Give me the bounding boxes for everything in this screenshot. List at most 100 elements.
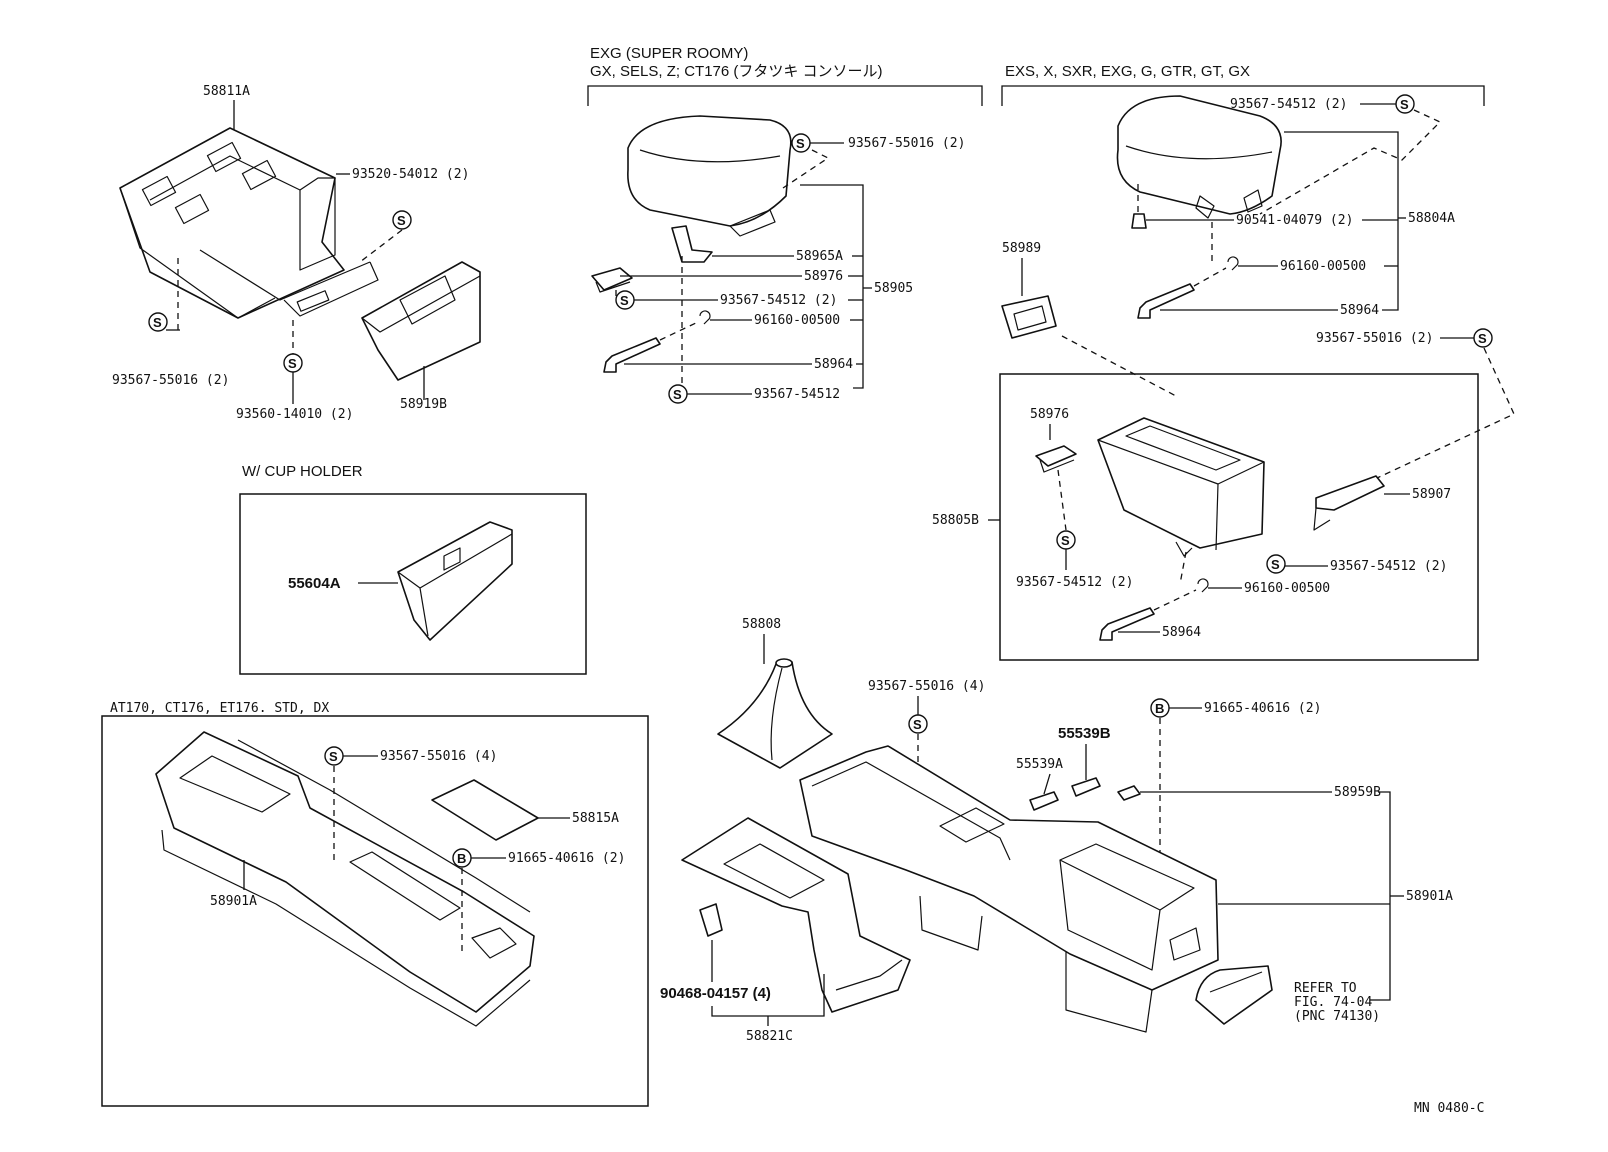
label-58805B: 58805B bbox=[932, 513, 979, 528]
label-58964-b: 58964 bbox=[1340, 303, 1379, 318]
label-refer-line2: FIG. 74-04 bbox=[1294, 995, 1372, 1010]
label-58964-c: 58964 bbox=[1162, 625, 1201, 640]
label-93560-14010: 93560-14010 (2) bbox=[236, 407, 353, 422]
console-part-std bbox=[155, 731, 535, 1027]
svg-text:B: B bbox=[457, 851, 466, 866]
lock-part bbox=[603, 337, 661, 373]
label-93567-54512-b: 93567-54512 bbox=[754, 387, 840, 402]
screw-symbol: S bbox=[791, 133, 811, 153]
svg-text:B: B bbox=[1155, 701, 1164, 716]
header-cup-holder: W/ CUP HOLDER bbox=[242, 463, 363, 480]
clip-90468 bbox=[699, 903, 723, 937]
label-96160-00500-a: 96160-00500 bbox=[754, 313, 840, 328]
label-93567-54512-d: 93567-54512 (2) bbox=[1016, 575, 1133, 590]
hinge-part bbox=[671, 225, 713, 263]
rear-console-part bbox=[119, 127, 379, 319]
label-55539B: 55539B bbox=[1058, 725, 1111, 742]
screw-symbol: S bbox=[908, 714, 928, 734]
svg-text:S: S bbox=[620, 293, 629, 308]
screw-symbol: S bbox=[392, 210, 412, 230]
screw-symbol: S bbox=[1266, 554, 1286, 574]
bracket-exs-group bbox=[1001, 85, 1485, 106]
label-55539A: 55539A bbox=[1016, 757, 1063, 772]
lock-part-3 bbox=[1099, 607, 1155, 641]
label-96160-00500-c: 96160-00500 bbox=[1244, 581, 1330, 596]
label-58964-a: 58964 bbox=[814, 357, 853, 372]
trim-panel-part bbox=[681, 817, 911, 1013]
screw-symbol: S bbox=[1395, 94, 1415, 114]
shift-boot-part bbox=[717, 658, 833, 769]
label-93520-54012: 93520-54012 (2) bbox=[352, 167, 469, 182]
console-panel-part bbox=[361, 261, 481, 381]
screw-symbol: S bbox=[283, 353, 303, 373]
svg-text:S: S bbox=[288, 356, 297, 371]
svg-text:S: S bbox=[1478, 331, 1487, 346]
label-58989: 58989 bbox=[1002, 241, 1041, 256]
screw-symbol: S bbox=[1473, 328, 1493, 348]
cap-part bbox=[1117, 785, 1141, 801]
subassembly-box-58805B bbox=[999, 373, 1479, 661]
label-96160-00500-b: 96160-00500 bbox=[1280, 259, 1366, 274]
mat-part-2 bbox=[431, 779, 539, 841]
label-58919B: 58919B bbox=[400, 397, 447, 412]
clip-part bbox=[1227, 256, 1239, 271]
ashtray-part bbox=[1195, 965, 1273, 1025]
label-58901A-a: 58901A bbox=[1406, 889, 1453, 904]
screw-symbol: S bbox=[148, 312, 168, 332]
svg-text:S: S bbox=[1061, 533, 1070, 548]
label-58976-a: 58976 bbox=[804, 269, 843, 284]
label-58821C: 58821C bbox=[746, 1029, 793, 1044]
clip-55539A bbox=[1029, 791, 1059, 811]
screw-symbol: S bbox=[615, 290, 635, 310]
label-93567-55016-b: 93567-55016 (2) bbox=[848, 136, 965, 151]
bolt-symbol: B bbox=[452, 848, 472, 868]
label-58808: 58808 bbox=[742, 617, 781, 632]
label-58815A: 58815A bbox=[572, 811, 619, 826]
cup-holder-box bbox=[239, 493, 587, 675]
cup-holder-part bbox=[397, 521, 513, 641]
armrest-lid-part bbox=[627, 115, 792, 237]
label-93567-54512-a: 93567-54512 (2) bbox=[720, 293, 837, 308]
screw-symbol: S bbox=[668, 384, 688, 404]
svg-text:S: S bbox=[153, 315, 162, 330]
bracket-exg-group bbox=[587, 85, 983, 106]
label-refer-line1: REFER TO bbox=[1294, 981, 1357, 996]
label-93567-54512-e: 93567-54512 (2) bbox=[1330, 559, 1447, 574]
label-58907: 58907 bbox=[1412, 487, 1451, 502]
label-58965A: 58965A bbox=[796, 249, 843, 264]
clip-part bbox=[699, 310, 711, 325]
label-90468-04157: 90468-04157 (4) bbox=[660, 985, 771, 1002]
label-93567-55016-e: 93567-55016 (4) bbox=[380, 749, 497, 764]
storage-box-part bbox=[1097, 417, 1265, 557]
header-exg-line2: GX, SELS, Z; CT176 (フタツキ コンソール) bbox=[590, 63, 883, 80]
svg-text:S: S bbox=[796, 136, 805, 151]
figure-code: MN 0480-C bbox=[1414, 1101, 1484, 1116]
screw-symbol: S bbox=[1056, 530, 1076, 550]
label-91665-40616-b: 91665-40616 (2) bbox=[508, 851, 625, 866]
lock-part-2 bbox=[1137, 283, 1195, 319]
label-58804A: 58804A bbox=[1408, 211, 1455, 226]
bolt-symbol: B bbox=[1150, 698, 1170, 718]
svg-text:S: S bbox=[673, 387, 682, 402]
latch-part-2 bbox=[1035, 445, 1077, 473]
label-refer-line3: (PNC 74130) bbox=[1294, 1009, 1380, 1024]
label-93567-55016-d: 93567-55016 (4) bbox=[868, 679, 985, 694]
label-55604A: 55604A bbox=[288, 575, 341, 592]
header-exg-line1: EXG (SUPER ROOMY) bbox=[590, 45, 748, 62]
svg-text:S: S bbox=[397, 213, 406, 228]
label-93567-55016-a: 93567-55016 (2) bbox=[112, 373, 229, 388]
label-58811A: 58811A bbox=[203, 84, 250, 99]
main-console-part bbox=[799, 745, 1219, 1033]
header-at170: AT170, CT176, ET176. STD, DX bbox=[110, 701, 329, 716]
svg-text:S: S bbox=[329, 749, 338, 764]
armrest-lid-part-2 bbox=[1116, 95, 1282, 219]
clip-55539B bbox=[1071, 777, 1101, 797]
label-58976-b: 58976 bbox=[1030, 407, 1069, 422]
label-58905: 58905 bbox=[874, 281, 913, 296]
label-58901A-b: 58901A bbox=[210, 894, 257, 909]
label-58959B: 58959B bbox=[1334, 785, 1381, 800]
label-93567-55016-c: 93567-55016 (2) bbox=[1316, 331, 1433, 346]
clip-part bbox=[1197, 578, 1209, 593]
hinge-part-2 bbox=[1313, 475, 1385, 531]
